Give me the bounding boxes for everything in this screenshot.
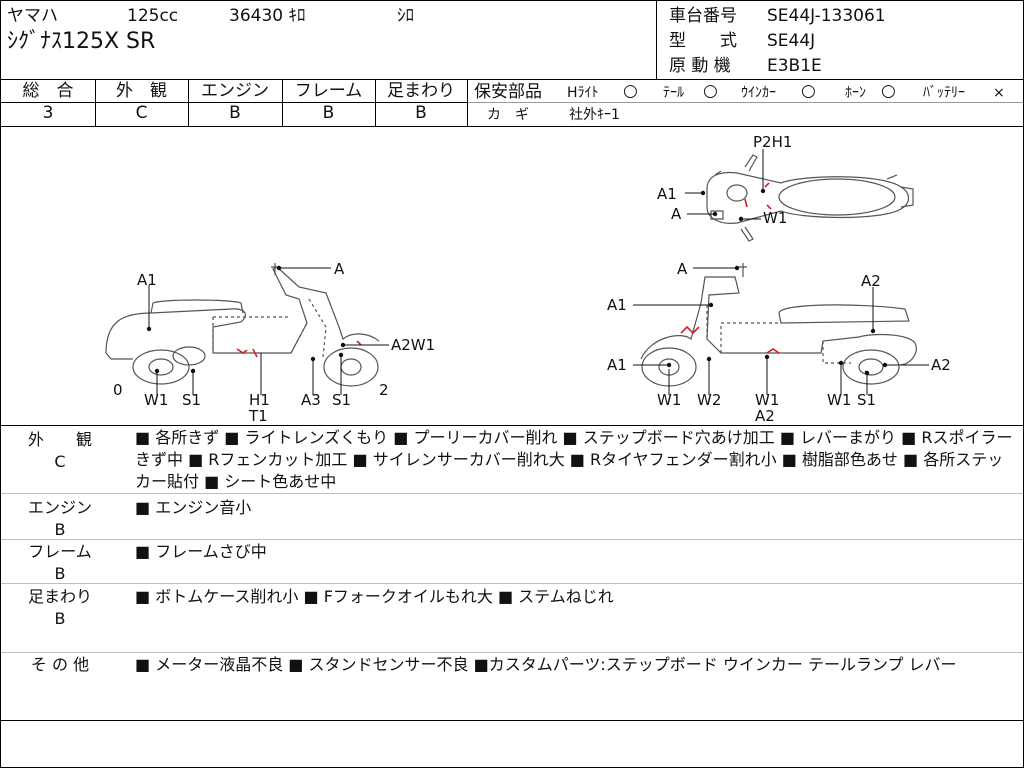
- grade-header-frame: フレーム: [294, 81, 363, 101]
- left-side-view: [105, 263, 380, 387]
- right-label-a2-seat: A2: [861, 272, 881, 290]
- right-label-a2-rear: A2: [931, 356, 951, 374]
- remark-frame-text: ■ フレームさび中: [135, 542, 267, 561]
- remark-exterior-text: ■ 各所きず ■ ライトレンズくもり ■ プーリーカバー削れ ■ ステップボード…: [135, 428, 1013, 491]
- left-muffler: [172, 346, 206, 366]
- remark-suspension-text: ■ ボトムケース削れ小 ■ Fフォークオイルもれ大 ■ ステムねじれ: [135, 587, 614, 606]
- remark-suspension-grade: B: [54, 609, 66, 628]
- left-seat: [150, 299, 244, 314]
- left-label-t1: T1: [248, 407, 268, 425]
- grade-suspension: B: [415, 103, 427, 123]
- right-seat: [778, 304, 910, 324]
- frame-no-label: 車台番号: [669, 6, 737, 26]
- left-label-a: A: [334, 260, 345, 278]
- part-winker-mark: ○: [801, 81, 816, 101]
- remark-suspension-title: 足まわり: [27, 587, 92, 606]
- right-rear-wheel: [842, 349, 900, 385]
- part-tail-mark: ○: [703, 81, 718, 101]
- grade-header-total: 総 合: [22, 81, 74, 101]
- scooter-damage-diagram: A1 A A2W1 0 2 W1 S1 H1 T1 A3 S1: [105, 133, 951, 425]
- top-label-w1: W1: [763, 209, 787, 227]
- remark-exterior-title: 外 観: [27, 430, 92, 449]
- grade-engine: B: [229, 103, 241, 123]
- part-horn-mark: ○: [881, 81, 896, 101]
- left-label-a2w1: A2W1: [391, 336, 435, 354]
- grade-total: 3: [42, 103, 54, 123]
- right-label-a1-lower: A1: [607, 356, 627, 374]
- left-front-wheel: [323, 347, 379, 387]
- top-leaders: [685, 149, 764, 220]
- remark-engine-grade: B: [54, 520, 66, 539]
- color: ｼﾛ: [397, 6, 414, 26]
- displacement: 125cc: [127, 6, 179, 26]
- right-label-s1-rear: S1: [857, 391, 876, 409]
- right-label-w1-rear: W1: [827, 391, 851, 409]
- remark-engine-text: ■ エンジン音小: [135, 498, 252, 517]
- grade-header-engine: エンジン: [201, 81, 269, 101]
- top-seat: [778, 178, 896, 216]
- left-label-a1: A1: [137, 271, 157, 289]
- left-body-outline: [105, 266, 380, 354]
- right-label-a1-upper: A1: [607, 296, 627, 314]
- right-label-w1-floor: W1: [755, 391, 779, 409]
- parts-title: 保安部品: [474, 82, 542, 102]
- remark-other-text: ■ メーター液晶不良 ■ スタンドセンサー不良 ■カスタムパーツ:ステップボード…: [135, 655, 957, 674]
- left-label-a3: A3: [301, 391, 321, 409]
- part-battery-mark: ×: [993, 85, 1005, 101]
- left-label-s1-front: S1: [332, 391, 351, 409]
- top-label-p2h1: P2H1: [753, 133, 792, 151]
- right-leaders: [633, 267, 929, 395]
- left-label-2: 2: [379, 381, 389, 399]
- grade-exterior: C: [135, 103, 148, 123]
- top-label-a1: A1: [657, 185, 677, 203]
- mileage: 36430 ｷﾛ: [229, 6, 306, 26]
- key-label: カ ギ: [487, 107, 529, 123]
- left-leaders: [148, 267, 389, 395]
- type-label: 型 式: [669, 31, 737, 51]
- left-rear-wheel: [132, 349, 190, 385]
- engine-value: E3B1E: [767, 56, 822, 76]
- part-winker-label: ｳｲﾝｶｰ: [741, 85, 776, 101]
- remark-engine-title: エンジン: [27, 498, 92, 517]
- remark-exterior-grade: C: [54, 452, 66, 471]
- right-label-w1-front: W1: [657, 391, 681, 409]
- part-headlight-label: Hﾗｲﾄ: [567, 85, 599, 101]
- top-body-outline: [706, 171, 910, 224]
- right-body-outline: [640, 276, 917, 366]
- model-name: ｼｸﾞﾅｽ125X SR: [7, 29, 156, 54]
- grade-header-suspension: 足まわり: [387, 81, 455, 101]
- part-headlight-mark: ○: [623, 81, 638, 101]
- grade-header-exterior: 外 観: [116, 81, 167, 101]
- engine-label: 原 動 機: [669, 56, 731, 76]
- left-label-0: 0: [113, 381, 123, 399]
- frame-no: SE44J-133061: [767, 6, 886, 26]
- top-view: [706, 154, 914, 242]
- left-damage-marks: [236, 340, 362, 358]
- right-handlebar: [739, 263, 747, 277]
- right-label-a2-floor: A2: [755, 407, 775, 425]
- left-label-s1: S1: [182, 391, 201, 409]
- right-label-w2: W2: [697, 391, 721, 409]
- top-damage-marks: [744, 182, 772, 210]
- type-value: SE44J: [767, 31, 816, 51]
- maker: ヤマハ: [7, 6, 58, 26]
- grade-frame: B: [322, 103, 335, 123]
- right-label-a: A: [677, 260, 688, 278]
- left-label-w1: W1: [144, 391, 168, 409]
- part-battery-label: ﾊﾞｯﾃﾘｰ: [923, 85, 965, 101]
- left-label-h1: H1: [249, 391, 270, 409]
- part-horn-label: ﾎｰﾝ: [845, 85, 866, 101]
- part-tail-label: ﾃｰﾙ: [663, 85, 684, 101]
- top-label-a: A: [671, 205, 682, 223]
- remark-frame-grade: B: [54, 564, 66, 583]
- remark-other-title: そ の 他: [30, 655, 90, 674]
- key-value: 社外ｷｰ1: [569, 107, 620, 123]
- remark-frame-title: フレーム: [28, 542, 92, 561]
